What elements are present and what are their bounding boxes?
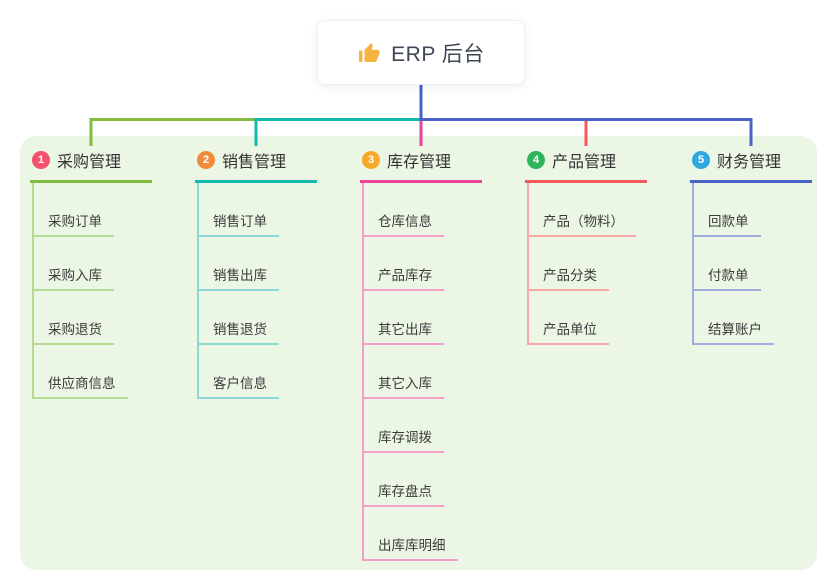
branch-node-财务管理[interactable]: 5 财务管理 — [690, 146, 812, 183]
thumbs-up-icon — [357, 41, 381, 65]
child-node-销售退货[interactable]: 销售退货 — [199, 291, 279, 345]
child-node-其它出库[interactable]: 其它出库 — [364, 291, 444, 345]
child-node-结算账户[interactable]: 结算账户 — [694, 291, 774, 345]
child-node-产品分类[interactable]: 产品分类 — [529, 237, 609, 291]
branch-number-badge: 1 — [32, 151, 50, 169]
child-node-出库库明细[interactable]: 出库库明细 — [364, 507, 458, 561]
child-label: 产品分类 — [543, 268, 597, 283]
child-node-库存盘点[interactable]: 库存盘点 — [364, 453, 444, 507]
child-node-产品（物料）[interactable]: 产品（物料） — [529, 183, 636, 237]
thumbs-up-path — [359, 42, 380, 62]
child-label: 付款单 — [708, 268, 749, 283]
child-label: 产品（物料） — [543, 214, 624, 229]
branch-number-badge: 3 — [362, 151, 380, 169]
child-node-客户信息[interactable]: 客户信息 — [199, 345, 279, 399]
branch-node-产品管理[interactable]: 4 产品管理 — [525, 146, 647, 183]
root-title: ERP 后台 — [391, 42, 485, 66]
child-label: 回款单 — [708, 214, 749, 229]
branch-label: 库存管理 — [387, 154, 452, 171]
branch-node-采购管理[interactable]: 1 采购管理 — [30, 146, 152, 183]
child-label: 库存调拨 — [378, 430, 432, 445]
child-node-付款单[interactable]: 付款单 — [694, 237, 761, 291]
child-node-采购订单[interactable]: 采购订单 — [34, 183, 114, 237]
child-label: 采购订单 — [48, 214, 102, 229]
branch-number-badge: 5 — [692, 151, 710, 169]
branch-node-库存管理[interactable]: 3 库存管理 — [360, 146, 482, 183]
mindmap-panel: 1 采购管理采购订单采购入库采购退货供应商信息 2 销售管理销售订单销售出库销售退货客… — [20, 136, 817, 570]
branch-number-badge: 4 — [527, 151, 545, 169]
child-node-采购退货[interactable]: 采购退货 — [34, 291, 114, 345]
branch-财务管理: 5 财务管理回款单付款单结算账户 — [690, 146, 812, 345]
child-label: 其它入库 — [378, 376, 432, 391]
child-node-采购入库[interactable]: 采购入库 — [34, 237, 114, 291]
child-label: 采购退货 — [48, 322, 102, 337]
child-node-产品库存[interactable]: 产品库存 — [364, 237, 444, 291]
branch-label: 采购管理 — [57, 154, 122, 171]
child-label: 仓库信息 — [378, 214, 432, 229]
child-node-其它入库[interactable]: 其它入库 — [364, 345, 444, 399]
branch-children: 销售订单销售出库销售退货客户信息 — [197, 183, 279, 399]
child-label: 销售退货 — [213, 322, 267, 337]
branch-label: 销售管理 — [222, 154, 287, 171]
child-label: 库存盘点 — [378, 484, 432, 499]
child-label: 销售订单 — [213, 214, 267, 229]
child-node-供应商信息[interactable]: 供应商信息 — [34, 345, 128, 399]
child-label: 产品单位 — [543, 322, 597, 337]
branch-label: 产品管理 — [552, 154, 617, 171]
branch-产品管理: 4 产品管理产品（物料） 产品分类产品单位 — [525, 146, 647, 345]
child-node-仓库信息[interactable]: 仓库信息 — [364, 183, 444, 237]
child-label: 销售出库 — [213, 268, 267, 283]
child-label: 结算账户 — [708, 322, 762, 337]
child-label: 其它出库 — [378, 322, 432, 337]
child-label: 供应商信息 — [48, 376, 116, 391]
branch-label: 财务管理 — [717, 154, 782, 171]
branch-采购管理: 1 采购管理采购订单采购入库采购退货供应商信息 — [30, 146, 152, 399]
branch-node-销售管理[interactable]: 2 销售管理 — [195, 146, 317, 183]
branch-children: 仓库信息产品库存其它出库其它入库库存调拨库存盘点出库库明细 — [362, 183, 458, 561]
child-label: 采购入库 — [48, 268, 102, 283]
child-node-回款单[interactable]: 回款单 — [694, 183, 761, 237]
branch-children: 回款单付款单结算账户 — [692, 183, 774, 345]
branch-销售管理: 2 销售管理销售订单销售出库销售退货客户信息 — [195, 146, 317, 399]
child-node-库存调拨[interactable]: 库存调拨 — [364, 399, 444, 453]
child-node-销售出库[interactable]: 销售出库 — [199, 237, 279, 291]
branch-children: 产品（物料） 产品分类产品单位 — [527, 183, 636, 345]
branch-number-badge: 2 — [197, 151, 215, 169]
child-label: 出库库明细 — [378, 538, 446, 553]
child-node-销售订单[interactable]: 销售订单 — [199, 183, 279, 237]
child-label: 客户信息 — [213, 376, 267, 391]
child-node-产品单位[interactable]: 产品单位 — [529, 291, 609, 345]
branch-children: 采购订单采购入库采购退货供应商信息 — [32, 183, 128, 399]
root-node[interactable]: ERP 后台 — [317, 20, 525, 85]
child-label: 产品库存 — [378, 268, 432, 283]
branch-库存管理: 3 库存管理仓库信息产品库存其它出库其它入库库存调拨库存盘点出库库明细 — [360, 146, 482, 561]
